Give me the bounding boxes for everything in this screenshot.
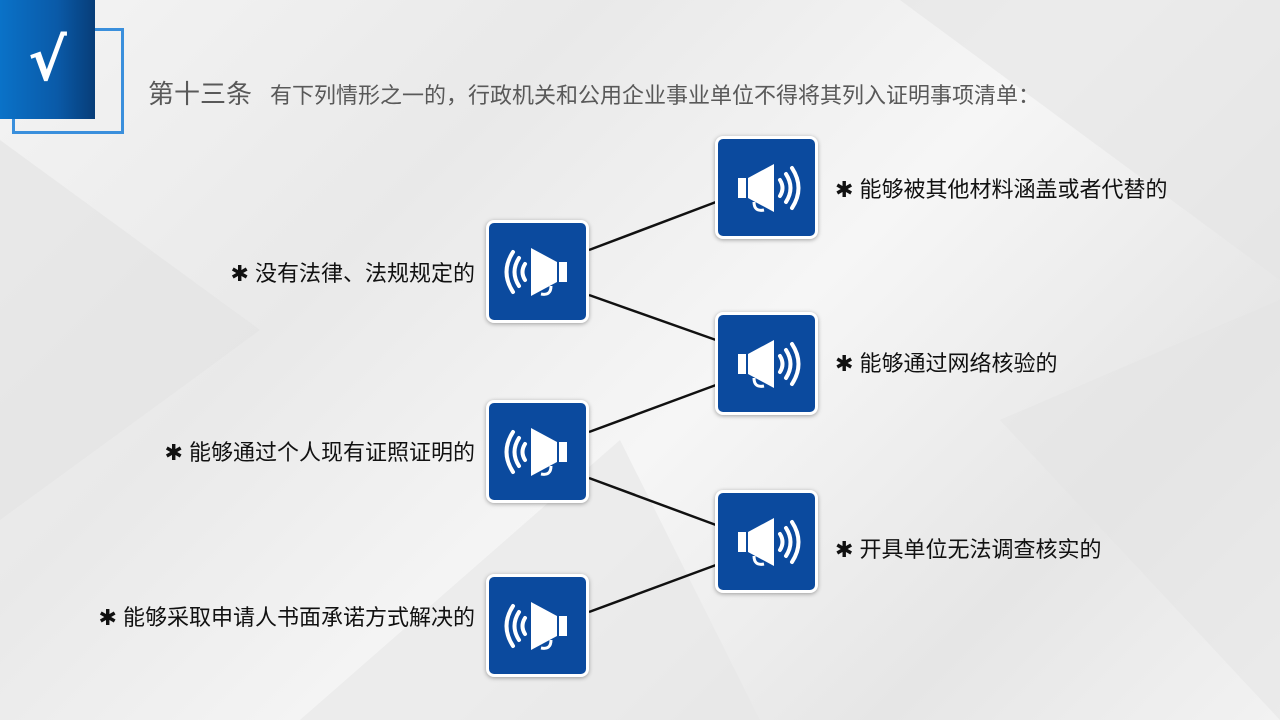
right-item-2: ✱能够通过网络核验的 xyxy=(835,346,1057,378)
right-item-1: ✱能够被其他材料涵盖或者代替的 xyxy=(835,172,1167,204)
speaker-box-left-3 xyxy=(486,574,589,677)
asterisk-icon: ✱ xyxy=(835,538,854,563)
item-label: 能够通过个人现有证照证明的 xyxy=(188,441,475,466)
page-title: 第十三条有下列情形之一的，行政机关和公用企业事业单位不得将其列入证明事项清单： xyxy=(148,74,1040,111)
connector-line xyxy=(588,200,717,252)
megaphone-icon xyxy=(737,517,800,566)
item-label: 能够采取申请人书面承诺方式解决的 xyxy=(122,606,475,631)
megaphone-icon xyxy=(737,163,800,212)
connector-line xyxy=(588,476,717,527)
item-label: 开具单位无法调查核实的 xyxy=(859,538,1102,563)
connector-line xyxy=(588,383,717,434)
title-text: 有下列情形之一的，行政机关和公用企业事业单位不得将其列入证明事项清单： xyxy=(270,84,1041,109)
left-item-2: ✱能够通过个人现有证照证明的 xyxy=(165,435,475,467)
article-number: 第十三条 xyxy=(148,80,253,110)
speaker-box-right-2 xyxy=(715,312,818,415)
item-label: 能够通过网络核验的 xyxy=(859,352,1058,377)
left-item-3: ✱能够采取申请人书面承诺方式解决的 xyxy=(99,600,475,632)
left-item-1: ✱没有法律、法规规定的 xyxy=(231,256,475,288)
speaker-box-right-3 xyxy=(715,490,818,593)
connector-line xyxy=(588,293,717,342)
megaphone-icon xyxy=(504,427,567,476)
checkmark-logo: √ xyxy=(0,0,95,119)
megaphone-icon xyxy=(504,247,567,296)
right-item-3: ✱开具单位无法调查核实的 xyxy=(835,532,1101,564)
connector-line xyxy=(588,563,717,614)
asterisk-icon: ✱ xyxy=(164,441,183,466)
speaker-box-left-2 xyxy=(486,400,589,503)
asterisk-icon: ✱ xyxy=(835,178,854,203)
megaphone-icon xyxy=(737,339,800,388)
asterisk-icon: ✱ xyxy=(98,606,117,631)
speaker-box-left-1 xyxy=(486,220,589,323)
check-icon: √ xyxy=(28,25,67,94)
item-label: 没有法律、法规规定的 xyxy=(254,262,475,287)
speaker-box-right-1 xyxy=(715,136,818,239)
item-label: 能够被其他材料涵盖或者代替的 xyxy=(859,178,1168,203)
asterisk-icon: ✱ xyxy=(230,262,249,287)
megaphone-icon xyxy=(504,601,567,650)
asterisk-icon: ✱ xyxy=(835,352,854,377)
